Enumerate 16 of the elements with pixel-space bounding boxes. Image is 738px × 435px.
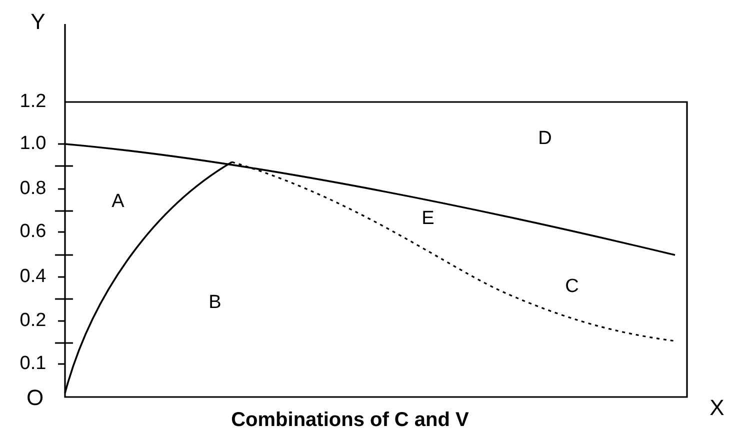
tick-label: 0.2 — [20, 310, 46, 332]
region-label: C — [565, 276, 579, 298]
tick-label: 1.0 — [20, 133, 46, 155]
tick-label: 0.6 — [20, 221, 46, 243]
region-label: E — [422, 208, 434, 230]
region-label: A — [112, 191, 124, 213]
region-label: D — [538, 128, 552, 150]
tick-label: 0.1 — [20, 353, 46, 375]
tick-label: 0.4 — [20, 266, 46, 288]
tick-label: 1.2 — [20, 91, 46, 113]
axis-title: Combinations of C and V — [231, 409, 469, 431]
tick-label: 0.8 — [20, 178, 46, 200]
axis-label: Y — [30, 11, 46, 33]
axis-label: X — [710, 397, 724, 419]
axis-label: O — [26, 387, 44, 409]
region-label: B — [208, 292, 222, 314]
